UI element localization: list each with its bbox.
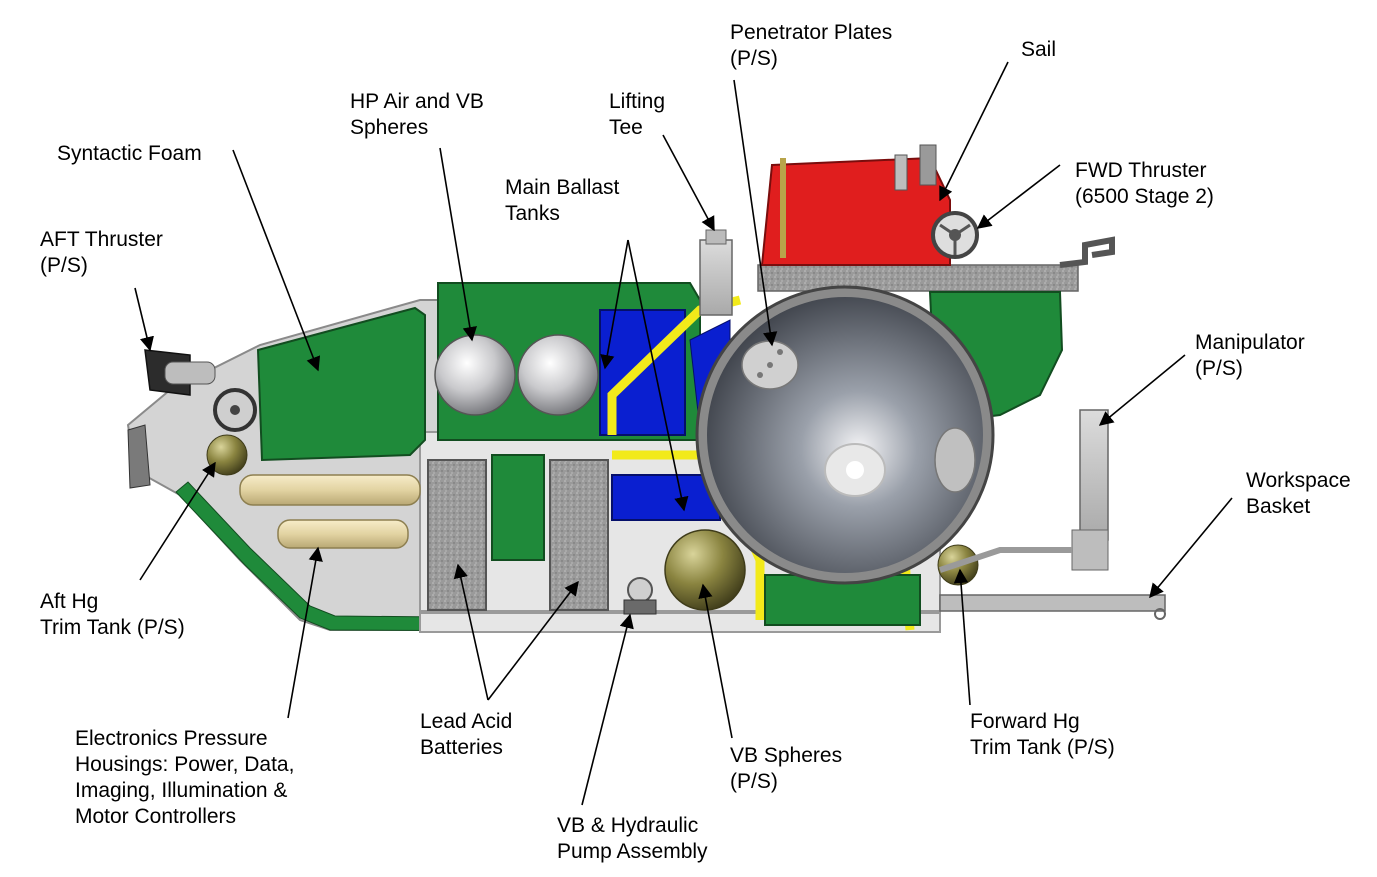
- workspace-basket: [939, 594, 1166, 620]
- aft-thruster-icon: [127, 349, 257, 489]
- manipulator: [939, 409, 1109, 573]
- label-fwd-thruster: FWD Thruster(6500 Stage 2): [1075, 159, 1214, 208]
- label-syntactic-foam: Syntactic Foam: [57, 142, 202, 165]
- label-vb-spheres: VB Spheres(P/S): [730, 744, 843, 793]
- label-aft-thruster: AFT Thruster(P/S): [40, 228, 163, 277]
- lead-acid-batteries: [427, 454, 609, 611]
- vb-pump-assembly: [623, 577, 657, 615]
- lifting-tee: [699, 229, 733, 316]
- label-penetrator-plates: Penetrator Plates(P/S): [730, 21, 893, 70]
- vb-sphere: [664, 529, 746, 611]
- label-manipulator: Manipulator(P/S): [1195, 331, 1305, 380]
- electronics-housings: [239, 474, 421, 549]
- aft-hg-trim-tank: [206, 434, 248, 476]
- hp-air-sphere-2: [517, 334, 599, 416]
- hp-air-sphere-1: [434, 334, 516, 416]
- syntactic-foam-block: [256, 306, 426, 462]
- callout-lines: [134, 61, 1233, 806]
- sail: [760, 144, 951, 266]
- pressure-sphere-icon: [695, 285, 995, 585]
- sail-deck: [757, 264, 1079, 292]
- label-sail: Sail: [1021, 38, 1057, 61]
- fwd-thruster-icon: [931, 211, 1115, 268]
